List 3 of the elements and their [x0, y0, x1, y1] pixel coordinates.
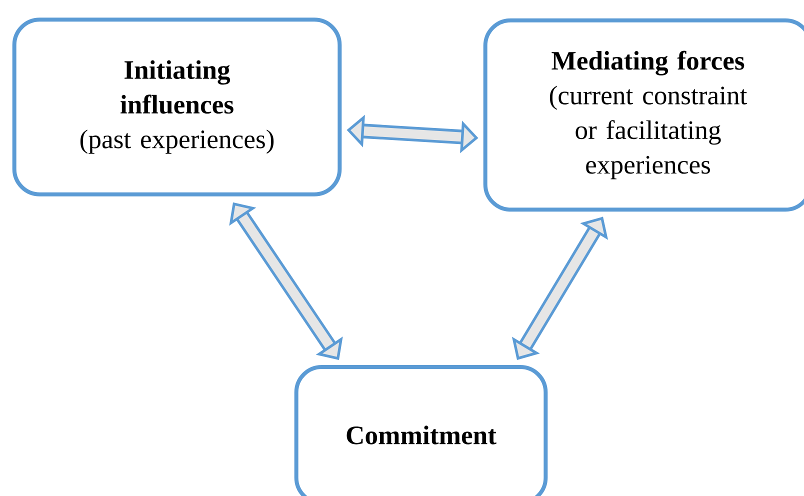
text-box: Initiating influences (past experiences) — [12, 18, 342, 196]
text-box: Commitment — [294, 365, 548, 496]
text-box: Mediating forces (current constraint or facilitating experiences — [483, 18, 804, 212]
